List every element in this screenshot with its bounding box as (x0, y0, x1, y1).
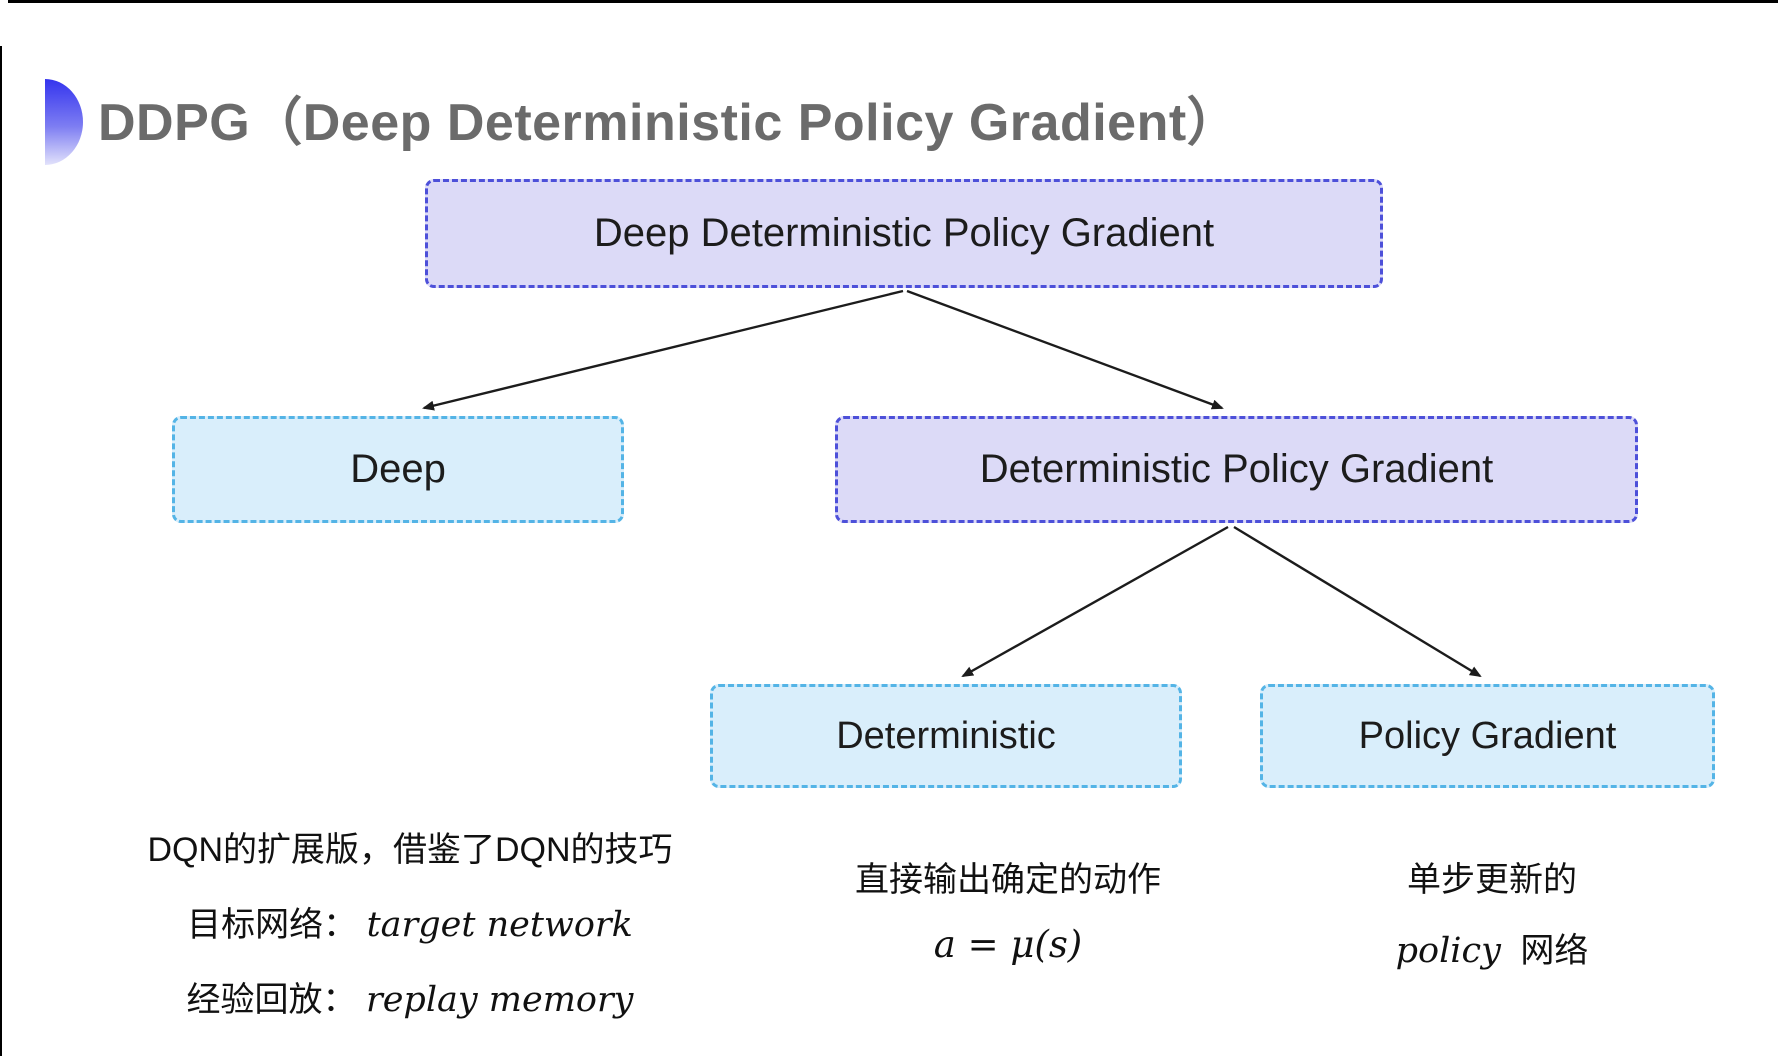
tree-node-deterministic-policy-gradient: Deterministic Policy Gradient (835, 416, 1638, 523)
note-deep-line3-label: 经验回放： (186, 981, 357, 1019)
tree-node-deep: Deep (172, 416, 624, 523)
node-label: Deep (350, 447, 446, 491)
window-edge-top (8, 0, 1778, 3)
arrow-ddpg-to-dpg (906, 289, 1224, 410)
note-deep-line3-term: replay memory (365, 980, 634, 1020)
page-title: DDPG（Deep Deterministic Policy Gradient） (98, 94, 1240, 152)
tree-node-policy-gradient: Policy Gradient (1260, 684, 1715, 788)
note-policy-gradient-rest: 网络 (1520, 932, 1589, 970)
arrow-dpg-to-deterministic (961, 525, 1229, 678)
arrow-ddpg-to-deep (422, 289, 904, 411)
note-deep-line2-label: 目标网络： (187, 906, 358, 944)
window-edge-left (0, 46, 2, 1056)
note-deep-line2-term: target network (366, 905, 633, 945)
note-deterministic-line1: 直接输出确定的动作 (855, 861, 1161, 899)
note-deep-line2: 目标网络： target network (118, 897, 702, 946)
tree-node-root-ddpg: Deep Deterministic Policy Gradient (425, 179, 1383, 288)
node-label: Policy Gradient (1358, 714, 1617, 757)
accent-halfdisc-icon (45, 79, 83, 165)
node-label: Deterministic Policy Gradient (979, 447, 1494, 491)
note-deterministic: 直接输出确定的动作 a = μ(s) (778, 852, 1238, 966)
note-policy-gradient-term: policy (1395, 931, 1501, 971)
tree-node-deterministic: Deterministic (710, 684, 1182, 788)
note-deep-line3: 经验回放： replay memory (118, 972, 702, 1021)
arrow-dpg-to-policy-gradient (1233, 525, 1482, 678)
note-deterministic-formula: a = μ(s) (933, 923, 1083, 966)
note-deep-line1: DQN的扩展版，借鉴了DQN的技巧 (147, 831, 673, 869)
note-deep: DQN的扩展版，借鉴了DQN的技巧 目标网络： target network 经… (118, 822, 702, 1021)
node-label: Deep Deterministic Policy Gradient (593, 211, 1215, 255)
node-label: Deterministic (836, 714, 1056, 757)
note-policy-gradient: 单步更新的 policy 网络 (1262, 852, 1722, 972)
note-policy-gradient-line2: policy 网络 (1262, 923, 1722, 972)
note-policy-gradient-line1: 单步更新的 (1407, 861, 1577, 899)
